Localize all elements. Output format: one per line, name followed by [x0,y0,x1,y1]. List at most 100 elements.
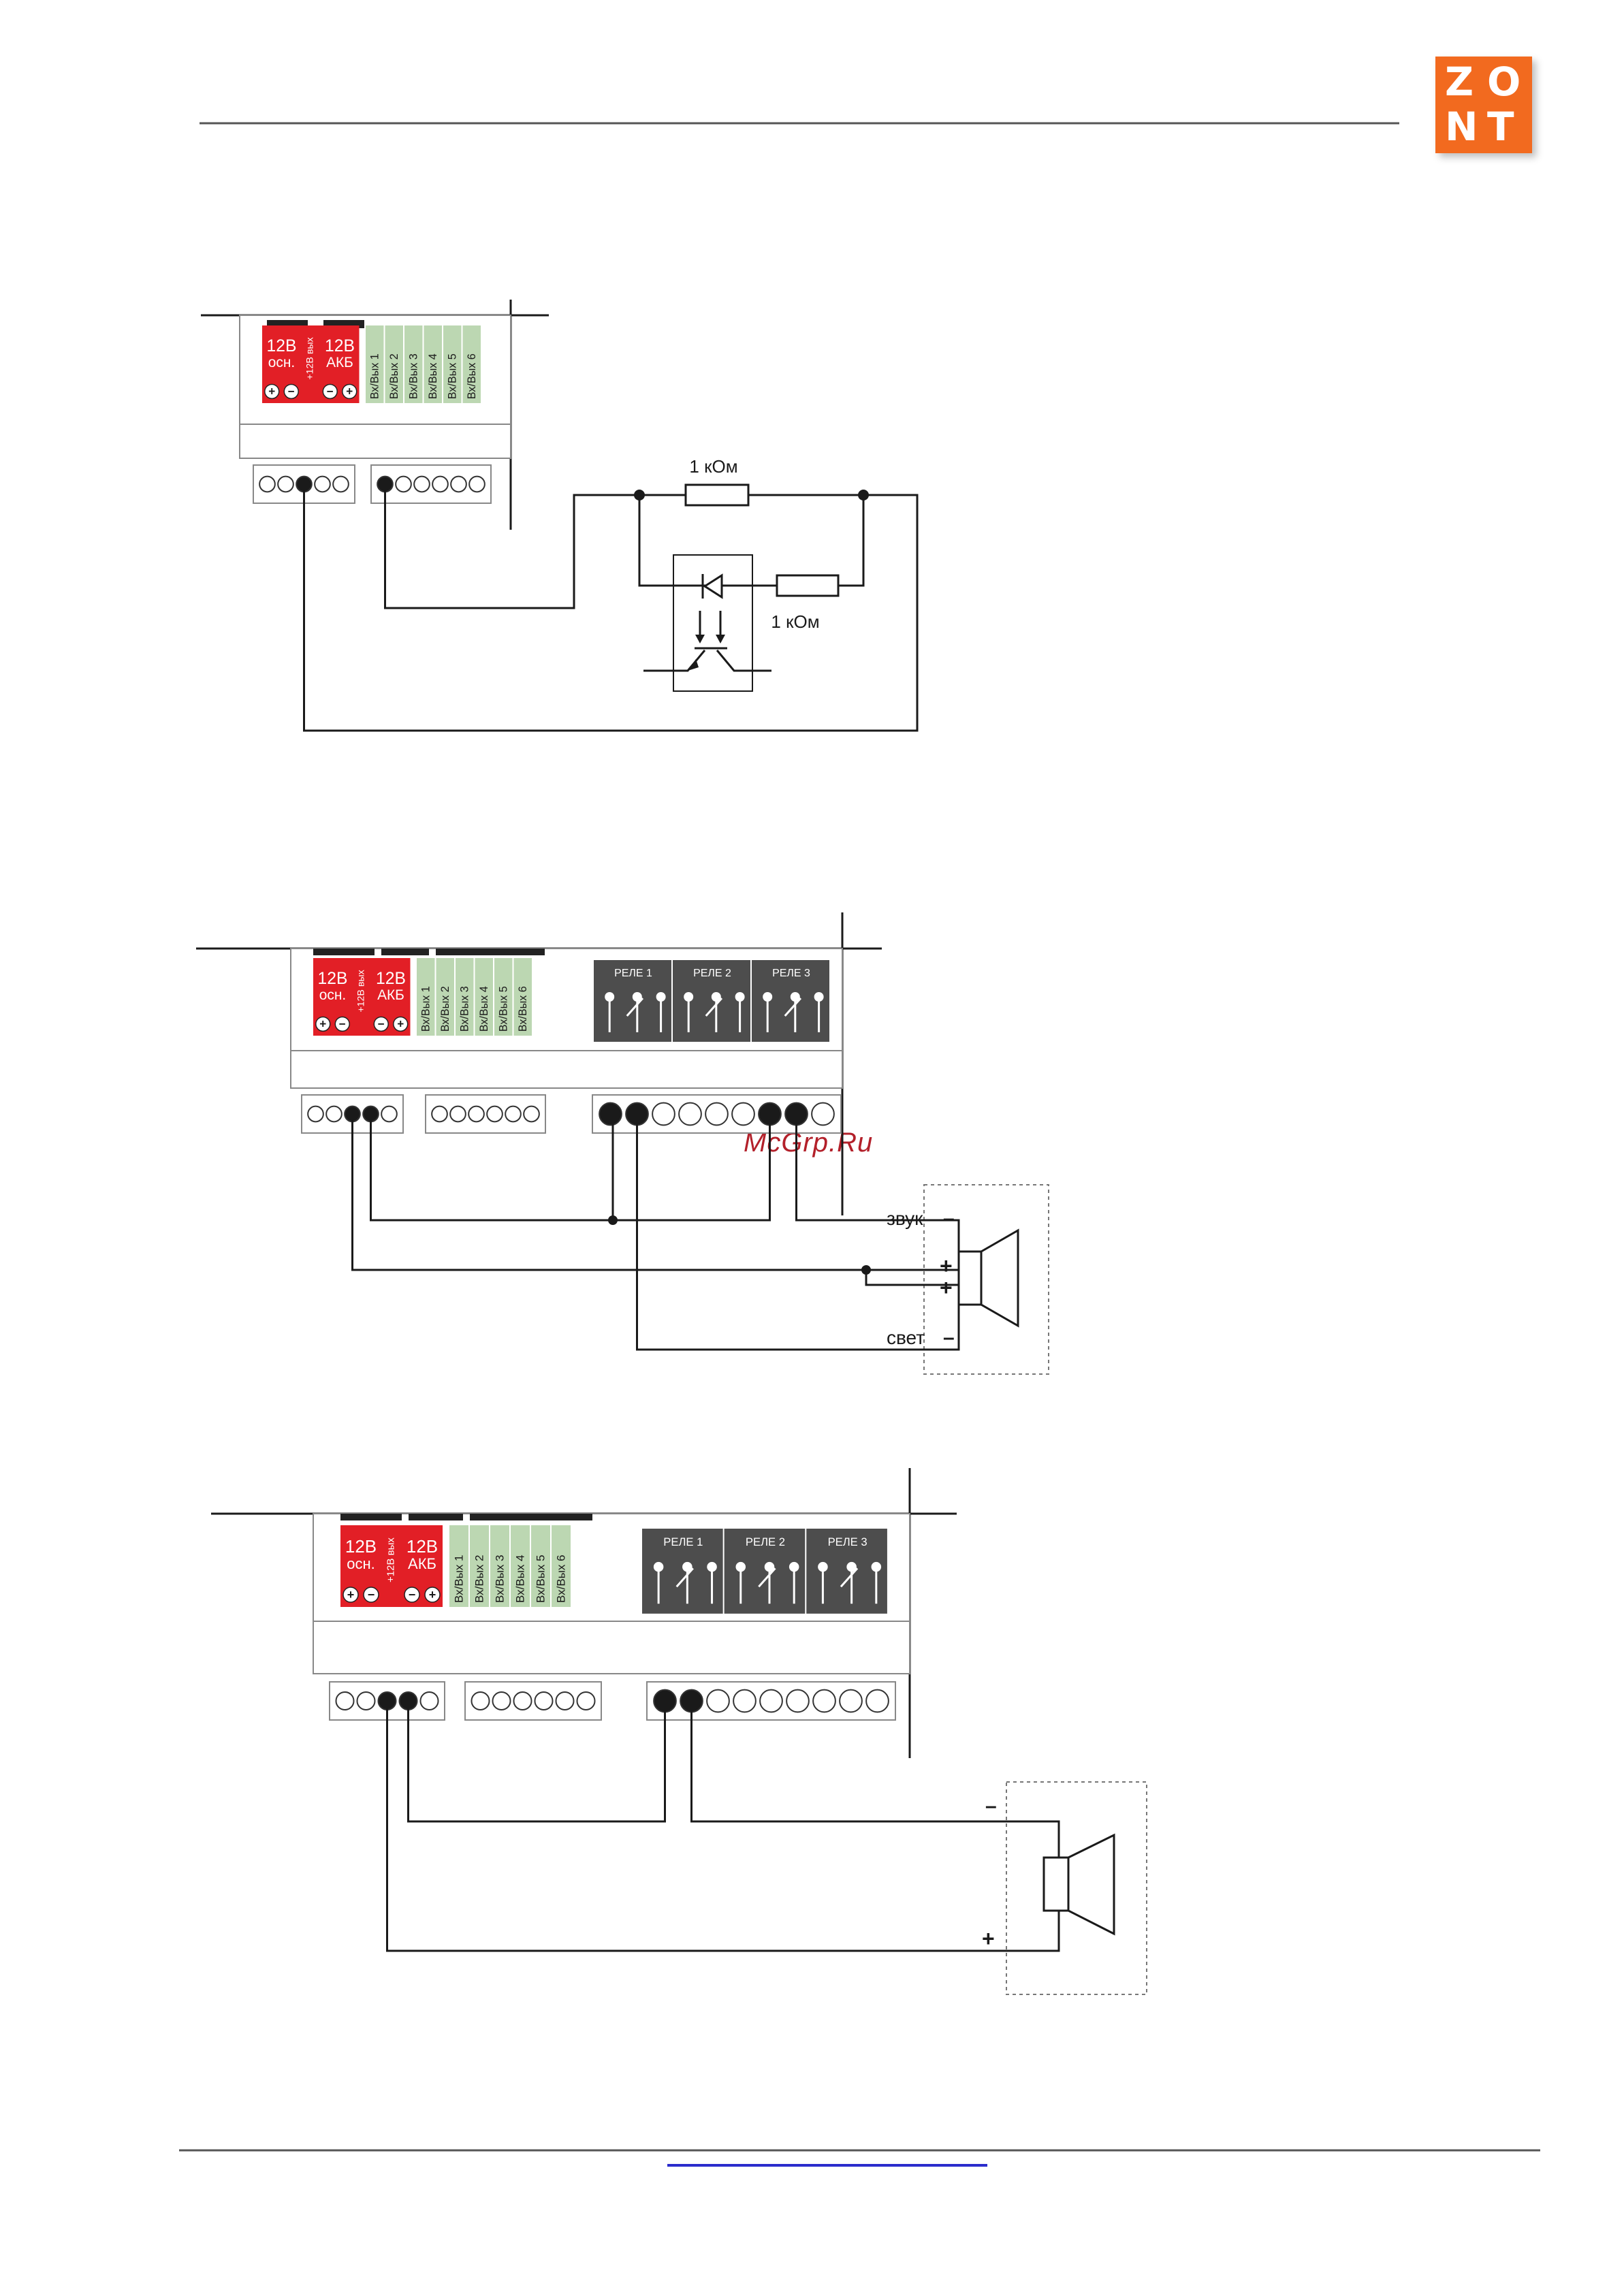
d3-terminals-pol-4 [424,1587,441,1603]
d1-power-block-screw-4 [314,475,331,493]
d3-terminals-power-main-label-1: 12В [345,1536,377,1557]
d2-io-block-screw-1 [431,1105,448,1123]
d3-relay-relay-2-pinhead-2 [789,1561,799,1572]
d3-speaker-cone [1067,1833,1115,1936]
footer-link[interactable] [667,2164,987,2167]
d2-power-block-screw-5 [381,1105,398,1123]
d2-board-lower [290,1050,843,1089]
d3-terminals-io-4 [511,1525,530,1607]
d3-relay-relay-label-1: РЕЛЕ 1 [663,1535,703,1548]
d2-io-block-screw-4 [486,1105,503,1123]
zont-logo: Z O N T [1435,57,1532,153]
d3-relay-relay-3-switch [840,1567,859,1588]
d3-speaker-box [1006,1781,1147,1995]
d1-terminals-pol-4 [342,383,357,400]
d2-terminals-io-5 [494,958,513,1036]
d3-board-tab-3 [470,1514,592,1520]
d2-terminals-pol-3 [373,1016,389,1032]
d1-terminals-io-label-1: Вх/Вых 1 [369,353,381,399]
d3-plus: + [982,1926,995,1951]
d3-terminals-io-1 [449,1525,468,1607]
d3-terminals-pol-sign-0: + [347,1588,355,1602]
d1-board-lower [239,424,511,459]
d2-terminals-io-label-3: Вх/Вых 3 [459,986,471,1032]
d2-terminals-io-4 [475,958,493,1036]
d1-terminals-pol-sign-1: − [288,385,295,398]
d2-relay-relay-3-switch [784,998,802,1017]
d3-terminals-pol-sign-1: − [368,1588,375,1602]
d3-relay-relay-1-pinhead-0 [653,1561,664,1572]
d1-wire-io [384,484,639,609]
d2-relay-relay-3-pinhead-2 [814,992,824,1002]
d2-io-block-screw-2 [449,1105,466,1123]
d1-resistor-1-label: 1 кОм [689,456,737,477]
d2-wire-light [636,1114,960,1351]
logo-letter-n: N [1445,103,1478,150]
d2-light-label: свет [887,1327,925,1348]
d2-terminals-io-label-4: Вх/Вых 4 [478,986,490,1032]
logo-letter-t: T [1487,103,1514,150]
d1-terminals-pol-0 [264,383,280,400]
d2-relay-block-screw-4 [678,1102,702,1126]
d2-terminals-power-out [352,958,372,1036]
d3-terminals-io-label-3: Вх/Вых 3 [494,1555,507,1603]
d3-power-block-screw-1 [335,1691,355,1711]
d2-io-block-screw-3 [468,1105,485,1123]
d1-power-block-screw-1 [259,475,276,493]
d2-speaker-magnet [957,1250,983,1306]
d2-sound-minus: – [943,1207,955,1230]
d2-relay-relay-3-pinhead-0 [763,992,773,1002]
d2-terminals-io-label-2: Вх/Вых 2 [439,986,451,1032]
d2-relay-block-screw-1 [599,1102,622,1126]
d3-wire-io [407,1701,666,1823]
d3-terminals-power-main-label-2: осн. [347,1555,375,1572]
d2-terminals-io-label-1: Вх/Вых 1 [420,986,432,1032]
d1-terminals-power-main-label-2: осн. [268,355,295,370]
d2-terminals-pol-0 [315,1016,331,1032]
d2-board-tab-1 [313,949,375,955]
d3-terminals-pol-1 [363,1587,379,1603]
d1-io-block-screw-6 [468,475,485,493]
d1-io-block-screw-5 [450,475,467,493]
d1-led-arrowhead-1 [695,635,705,643]
d1-terminals-io-4 [424,325,442,403]
d2-terminals-power-main-label-2: осн. [319,987,346,1003]
d2-terminals-io-1 [417,958,435,1036]
d1-io-block-screw-4 [432,475,449,493]
d2-relay-relay-label-2: РЕЛЕ 2 [693,968,731,979]
d3-io-block-screw-5 [555,1691,575,1711]
d3-relay-block-screw-7 [812,1689,836,1713]
d3-relay-relay-3-pinhead-0 [818,1561,828,1572]
d2-terminals-io-2 [436,958,454,1036]
d3-wire-plus [386,1701,1060,1952]
d3-terminals-io-label-2: Вх/Вых 2 [473,1555,486,1603]
d2-sound-label: звук [887,1208,923,1229]
d2-terminals-pol-sign-0: + [319,1018,326,1031]
d2-terminals-pol-4 [393,1016,409,1032]
d1-terminals-io-label-6: Вх/Вых 6 [466,353,478,399]
d3-io-block-screw-2 [492,1691,511,1711]
d2-terminals-power-bat-label-1: 12В [376,970,406,988]
d1-terminals-io-3 [404,325,423,403]
d1-wire-power [303,484,919,732]
d3-relay-relay-1-switch [675,1567,694,1588]
d2-terminals-pol-1 [334,1016,350,1032]
d2-speaker-cone [980,1228,1019,1328]
d2-relay-relay-1-switch [626,998,644,1017]
d3-power-block-screw-2 [356,1691,376,1711]
d1-wire-res2 [838,495,865,587]
d2-terminals-io-label-5: Вх/Вых 5 [498,986,510,1032]
d2-power-block-screw-2 [325,1105,343,1123]
d2-terminals-power-bat-label-2: АКБ [377,987,404,1003]
d3-board-lower [313,1621,910,1674]
d1-wire-diode [638,495,777,587]
d1-diode [703,573,723,599]
d1-terminals-io-label-3: Вх/Вых 3 [408,353,420,399]
d3-relay-relay-3-pinhead-1 [846,1561,857,1572]
d1-terminals-power-out-label: +12В вых [305,337,316,380]
d3-relay-block-screw-6 [786,1689,810,1713]
d2-relay-relay-2-pinhead-0 [684,992,694,1002]
d2-relay-block-screw-6 [731,1102,755,1126]
d3-io-block-screw-4 [534,1691,554,1711]
d2-wire-plus [351,1114,959,1271]
